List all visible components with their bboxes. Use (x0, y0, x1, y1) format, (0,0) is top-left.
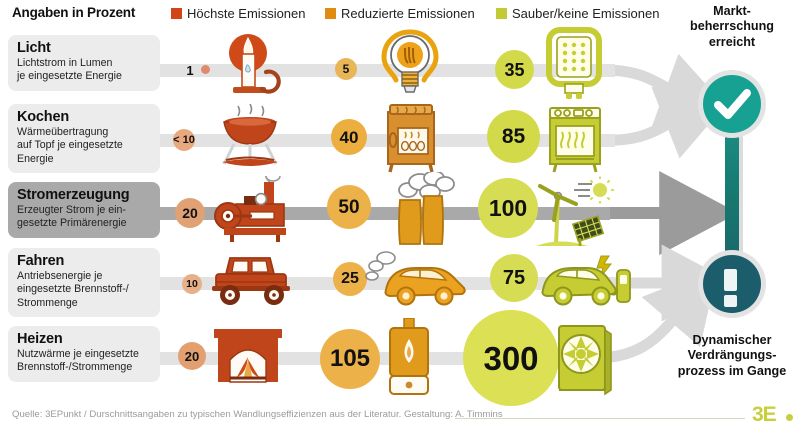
legend-item-high-emissions: Höchste Emissionen (171, 6, 306, 21)
value-text-stromerzeugung-high: 20 (182, 205, 198, 221)
row-subtitle-licht-l1: Lichtstrom in Lumen (17, 57, 113, 69)
value-text-heizen-mid: 105 (329, 345, 371, 372)
footer-divider (455, 418, 745, 419)
wind-solar-icon (536, 176, 615, 246)
displacement-title-l1: Dynamischer (692, 333, 772, 347)
row-label-kochen[interactable]: Kochen Wärmeübertragung auf Topf je eing… (8, 104, 160, 174)
heat-pump-icon (558, 325, 612, 396)
legend-header: Angaben in Prozent Höchste Emissionen Re… (0, 0, 799, 26)
row-subtitle-stromerzeugung-l2: gesetzte Primärenergie (17, 217, 127, 230)
row-subtitle-heizen-l1: Nutzwärme je eingesetzte (17, 348, 139, 360)
row-label-heizen[interactable]: Heizen Nutzwärme je eingesetzte Brennsto… (8, 326, 160, 382)
displacement-process-title: Dynamischer Verdrängungs- prozess im Gan… (668, 333, 796, 379)
legend-swatch-clean (496, 8, 507, 19)
gas-boiler-icon (389, 318, 429, 395)
value-bubble-kochen-low: 85 (487, 110, 540, 163)
row-title-stromerzeugung: Stromerzeugung (17, 187, 130, 203)
exclamation-icon (724, 269, 738, 307)
value-text-stromerzeugung-mid: 50 (338, 196, 360, 218)
value-text-fahren-high: 10 (186, 277, 198, 290)
brand-dot-icon (786, 414, 793, 421)
legend-item-reduced-emissions: Reduzierte Emissionen (325, 6, 475, 21)
row-title-heizen: Heizen (17, 331, 63, 347)
value-text-fahren-mid: 25 (341, 270, 359, 287)
row-subtitle-kochen-l3: Energie (17, 152, 54, 165)
row-subtitle-licht-l2: je eingesetzte Energie (17, 70, 122, 83)
electric-car-icon (541, 255, 631, 306)
market-dominance-title-l3: erreicht (708, 34, 756, 49)
value-bubble-heizen-low: 300 (463, 310, 559, 406)
legend-label-high: Höchste Emissionen (187, 6, 306, 21)
legend-swatch-high (171, 8, 182, 19)
value-bubble-stromerzeugung-mid: 50 (327, 185, 371, 229)
petrol-car-icon (365, 251, 466, 306)
candle-icon (229, 34, 281, 94)
displacement-title-l3: prozess im Gange (677, 363, 787, 378)
row-subtitle-kochen-l1: Wärmeübertragung (17, 126, 109, 138)
row-label-stromerzeugung[interactable]: Stromerzeugung Erzeugter Strom je ein- g… (8, 182, 160, 238)
value-bubble-stromerzeugung-low: 100 (478, 178, 538, 238)
legend-label-reduced: Reduzierte Emissionen (341, 6, 475, 21)
steam-engine-icon (214, 176, 286, 242)
value-text-kochen-low: 85 (501, 125, 526, 148)
row-subtitle-fahren-l2: eingesetzte Brennstoff-/ (17, 283, 129, 296)
value-text-heizen-high: 20 (184, 348, 200, 364)
row-subtitle-fahren-l1: Antriebsenergie je (17, 270, 103, 282)
value-bubble-fahren-mid: 25 (333, 262, 367, 296)
value-text-licht-high: 1 (186, 62, 194, 78)
row-title-licht: Licht (17, 40, 51, 56)
row-title-kochen: Kochen (17, 109, 69, 125)
value-bubble-stromerzeugung-high: 20 (175, 198, 205, 228)
row-title-fahren: Fahren (17, 253, 65, 269)
legend-item-clean-emissions: Sauber/keine Emissionen (496, 6, 659, 21)
check-icon (714, 89, 751, 119)
value-text-kochen-high: < 10 (173, 133, 195, 146)
page-title: Angaben in Prozent (12, 5, 136, 20)
value-text-kochen-mid: 40 (339, 127, 359, 147)
value-bubble-fahren-low: 75 (490, 254, 538, 302)
row-label-fahren[interactable]: Fahren Antriebsenergie je eingesetzte Br… (8, 248, 160, 318)
led-panel-icon (546, 27, 602, 99)
vintage-car-icon (212, 257, 290, 305)
campfire-pot-icon (222, 104, 278, 166)
wood-stove-icon (387, 104, 435, 173)
row-subtitle-fahren-l3: Strommenge (17, 296, 78, 309)
source-note: Quelle: 3EPunkt / Durschnittsangaben zu … (12, 409, 503, 420)
row-subtitle-kochen-l2: auf Topf je eingesetzte (17, 139, 123, 152)
value-bubble-licht-mid: 5 (335, 58, 357, 80)
value-text-fahren-low: 75 (502, 267, 526, 289)
market-dominance-title: Markt- beherrschung erreicht (668, 4, 796, 50)
value-bubble-kochen-high: < 10 (173, 129, 195, 151)
lightbulb-icon (381, 29, 439, 93)
row-label-licht[interactable]: Licht Lichtstrom in Lumen je eingesetzte… (8, 35, 160, 91)
value-bubble-licht-low: 35 (495, 50, 534, 89)
legend-label-clean: Sauber/keine Emissionen (512, 6, 660, 21)
market-dominance-title-l2: beherrschung (690, 19, 774, 34)
legend-swatch-reduced (325, 8, 336, 19)
value-bubble-fahren-high: 10 (182, 274, 202, 294)
value-text-licht-mid: 5 (342, 62, 350, 76)
value-text-heizen-low: 300 (483, 339, 539, 377)
brand-logo: 3E (752, 403, 777, 426)
power-plant-icon (398, 172, 455, 245)
market-dominance-marker[interactable] (703, 75, 761, 133)
value-text-licht-low: 35 (504, 59, 525, 80)
electric-range-icon (549, 107, 601, 173)
value-dot-licht-high (201, 65, 210, 74)
row-subtitle-stromerzeugung-l1: Erzeugter Strom je ein- (17, 204, 126, 216)
displacement-title-l2: Verdrängungs- (687, 348, 777, 363)
value-bubble-licht-high: 1 (180, 60, 200, 80)
value-bubble-heizen-high: 20 (178, 342, 206, 370)
value-bubble-heizen-mid: 105 (320, 329, 380, 389)
row-subtitle-heizen-l2: Brennstoff-/Strommenge (17, 361, 133, 374)
market-dominance-title-l1: Markt- (713, 4, 751, 18)
value-bubble-kochen-mid: 40 (331, 119, 367, 155)
value-text-stromerzeugung-low: 100 (488, 194, 528, 221)
fireplace-icon (214, 329, 282, 383)
